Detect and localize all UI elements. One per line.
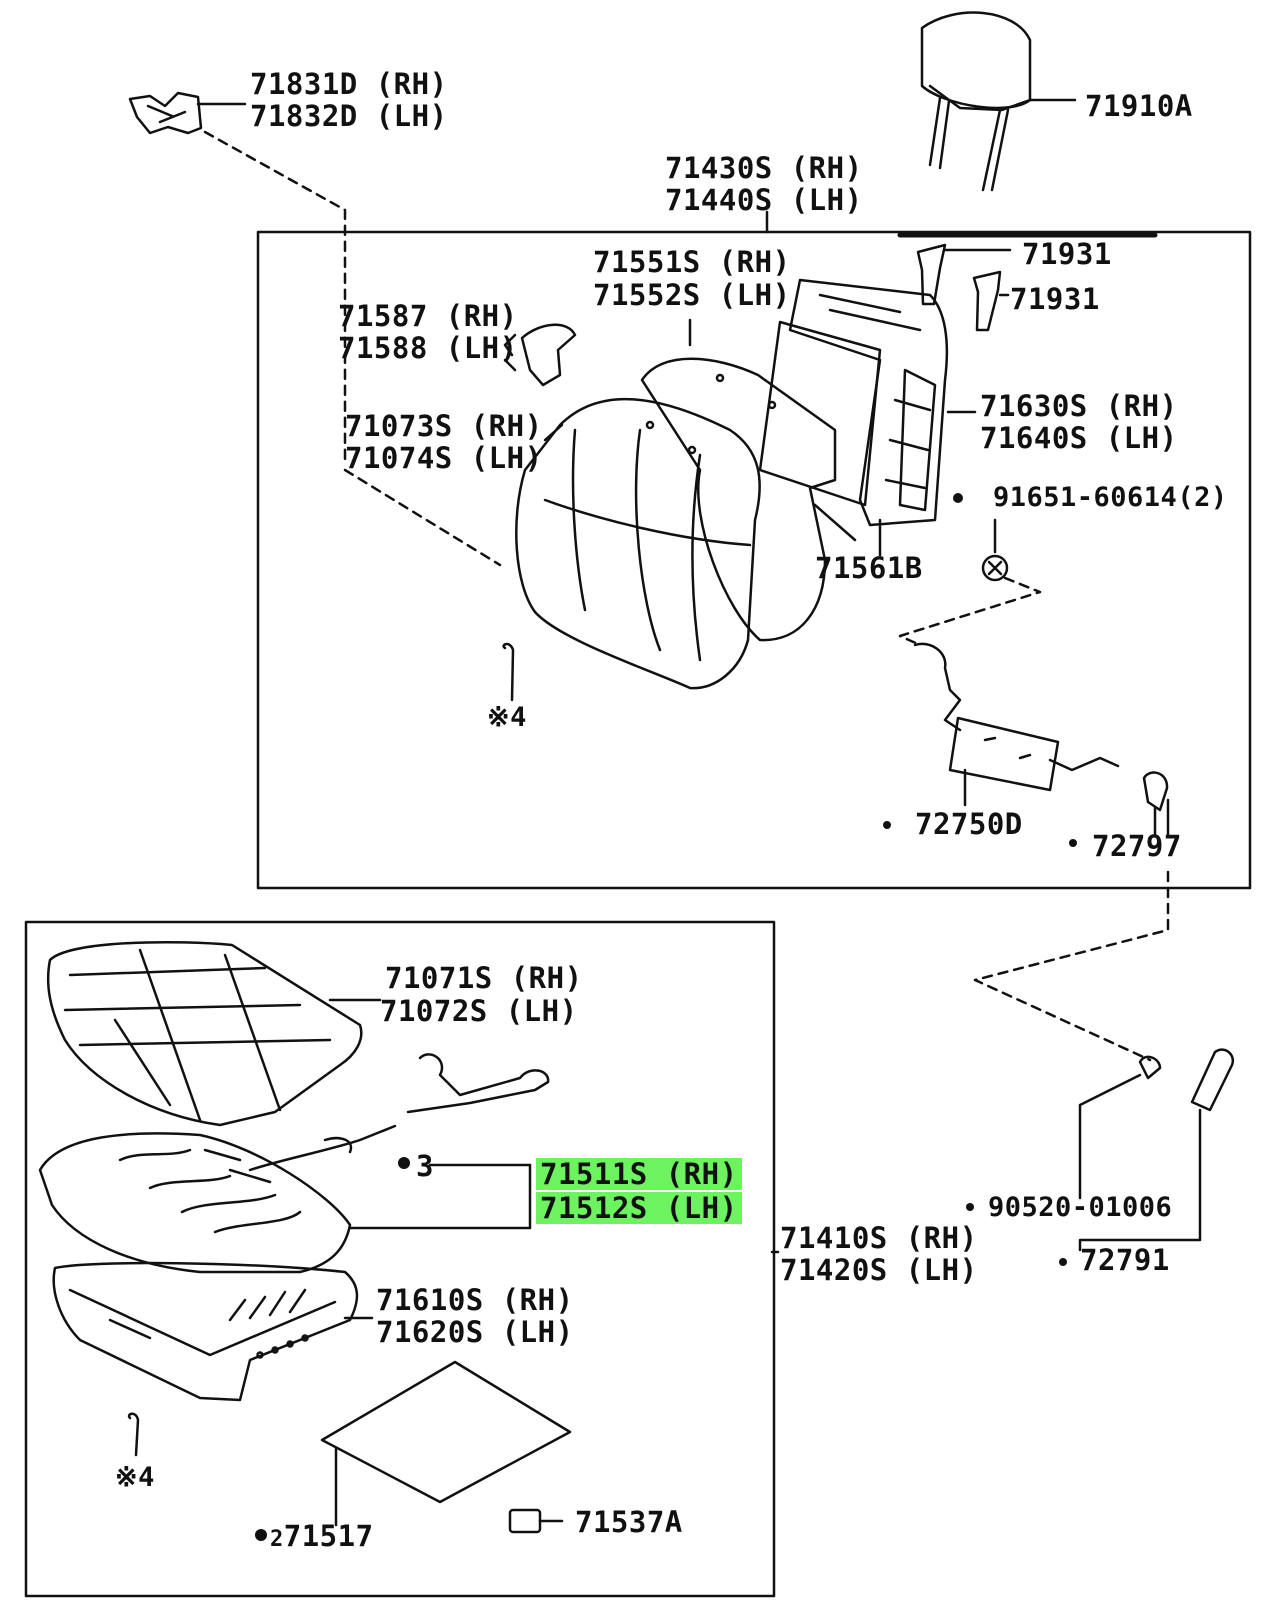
label-cushion-cover-rh: 71071S (RH) xyxy=(385,961,583,995)
label-cushion-assy-lh: 71420S (LH) xyxy=(780,1253,978,1287)
label-cushion-frame-rh: 71610S (RH) xyxy=(376,1283,574,1317)
label-headrest-bracket-rh: 71831D (RH) xyxy=(250,67,448,101)
label-cushion-frame-lh: 71620S (LH) xyxy=(376,1315,574,1349)
label-lever-knob: 72791 xyxy=(1080,1243,1170,1277)
label-seatback-pad-rh: 71551S (RH) xyxy=(593,245,791,279)
seatback-cover-part xyxy=(515,397,761,690)
side-clip-part xyxy=(520,323,577,387)
label-seatback-cover-lh: 71074S (LH) xyxy=(345,441,543,475)
label-seatback-board: 71561B xyxy=(815,551,923,585)
label-cushion-plate: 271517 xyxy=(270,1520,374,1556)
headrest-support-part-2 xyxy=(972,270,1002,332)
seatback-group-frame xyxy=(256,230,1252,890)
label-seatback-assy-rh: 71430S (RH) xyxy=(665,151,863,185)
label-headrest: 71910A xyxy=(1085,89,1193,123)
cushion-clip-part xyxy=(508,1508,542,1534)
label-screw: 90520-01006 xyxy=(988,1192,1173,1223)
label-cushion-assy-rh: 71410S (RH) xyxy=(780,1221,978,1255)
lever-knob-part xyxy=(1190,1048,1235,1112)
label-seatback-frame-rh: 71630S (RH) xyxy=(980,389,1178,423)
label-adjuster-knob: 72797 xyxy=(1092,829,1182,863)
cushion-plate-number: 71517 xyxy=(283,1519,374,1553)
cushion-plate-prefix: 2 xyxy=(270,1527,284,1552)
hog-ring-lower-part xyxy=(127,1412,140,1457)
label-headrest-support-1: 71931 xyxy=(1022,237,1112,271)
cushion-frame-part xyxy=(52,1261,359,1402)
label-seatback-frame-lh: 71640S (LH) xyxy=(980,421,1178,455)
label-seatback-assy-lh: 71440S (LH) xyxy=(665,183,863,217)
label-cushion-pad-note: 3 xyxy=(416,1149,434,1183)
adjuster-knob-part xyxy=(1142,771,1169,812)
label-side-clip-rh: 71587 (RH) xyxy=(338,299,518,333)
label-headrest-support-2: 71931 xyxy=(1010,282,1100,316)
label-cushion-pad-rh: 71511S (RH) xyxy=(536,1158,742,1190)
label-cushion-pad-lh: 71512S (LH) xyxy=(536,1192,742,1224)
label-hog-ring-upper: ※4 xyxy=(487,702,527,733)
label-hog-ring-lower: ※4 xyxy=(115,1462,155,1493)
hog-ring-upper-part xyxy=(502,642,515,702)
label-seatback-pad-lh: 71552S (LH) xyxy=(593,278,791,312)
bolt-part xyxy=(981,554,1009,582)
reclining-adjuster-part xyxy=(913,642,962,732)
cushion-cover-part xyxy=(46,940,363,1127)
label-cushion-cover-lh: 71072S (LH) xyxy=(380,994,578,1028)
screw-part xyxy=(1138,1055,1162,1080)
headrest-bracket-part xyxy=(128,91,203,135)
cushion-plate-part xyxy=(320,1360,572,1504)
cushion-group-frame xyxy=(24,920,776,1598)
bolt-number: 91651-60614 xyxy=(993,482,1178,513)
headrest-part xyxy=(920,11,1032,110)
label-headrest-bracket-lh: 71832D (LH) xyxy=(250,99,448,133)
label-side-clip-lh: 71588 (LH) xyxy=(338,331,518,365)
headrest-support-part-1 xyxy=(916,243,947,306)
label-seatback-cover-rh: 71073S (RH) xyxy=(345,409,543,443)
label-bolt-number: 91651-60614(2) xyxy=(993,482,1228,514)
cushion-pad-part xyxy=(38,1132,352,1274)
bolt-qty: (2) xyxy=(1177,482,1228,513)
label-cushion-clip: 71537A xyxy=(575,1505,683,1539)
label-reclining-adjuster: 72750D xyxy=(915,807,1023,841)
